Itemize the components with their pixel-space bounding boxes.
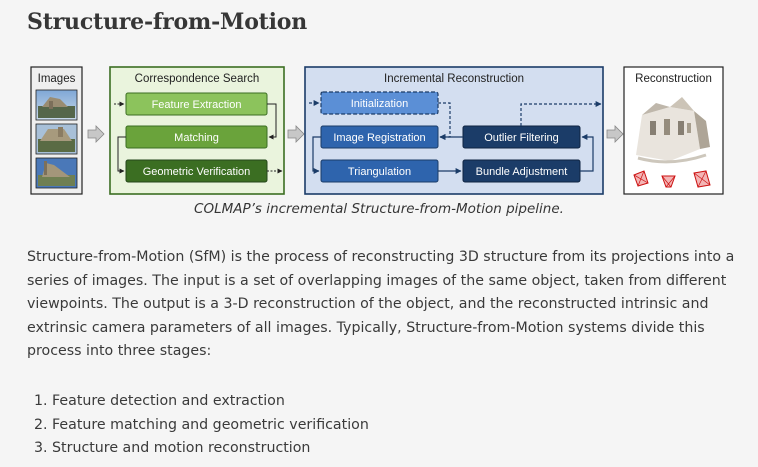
matching-label: Matching <box>174 132 219 144</box>
connector-arrow <box>520 101 602 126</box>
correspondence-title: Correspondence Search <box>135 73 260 85</box>
input-image-thumbnail <box>35 157 78 189</box>
flow-arrow-icon <box>87 125 105 143</box>
incremental-title: Incremental Reconstruction <box>384 73 524 85</box>
pipeline-diagram: Images Correspondence Search F <box>30 66 724 195</box>
point-cloud-reconstruction <box>636 97 710 164</box>
connector-arrow <box>580 134 594 172</box>
geometric-verification-label: Geometric Verification <box>143 166 251 178</box>
connector-arrow <box>117 136 126 174</box>
initialization-label: Initialization <box>351 98 408 110</box>
camera-icon <box>633 170 649 187</box>
connector-arrow <box>267 103 277 140</box>
input-image-thumbnail <box>35 123 78 155</box>
image-registration-label: Image Registration <box>333 132 425 144</box>
list-item: 2. Feature matching and geometric verifi… <box>34 416 369 433</box>
flow-arrow-icon <box>287 125 305 143</box>
camera-icon <box>661 175 676 188</box>
stages-list: 1. Feature detection and extraction 2. F… <box>34 390 369 461</box>
images-label: Images <box>38 73 76 85</box>
list-item: 3. Structure and motion reconstruction <box>34 440 311 456</box>
outlier-filtering-label: Outlier Filtering <box>484 132 559 144</box>
bundle-adjustment-label: Bundle Adjustment <box>476 166 568 178</box>
intro-paragraph: Structure-from-Motion (SfM) is the proce… <box>27 249 735 359</box>
flow-arrow-icon <box>606 125 624 143</box>
pipeline-figure: Images Correspondence Search F <box>30 63 724 197</box>
input-image-thumbnail <box>35 89 78 121</box>
triangulation-label: Triangulation <box>348 166 411 178</box>
reconstruction-label: Reconstruction <box>635 73 712 85</box>
figure-caption: COLMAP’s incremental Structure-from-Moti… <box>194 201 564 217</box>
page-title: Structure-from-Motion <box>27 9 308 35</box>
list-item: 1. Feature detection and extraction <box>34 393 285 409</box>
connector-arrow <box>312 136 321 174</box>
camera-icon <box>693 170 711 188</box>
feature-extraction-label: Feature Extraction <box>152 99 242 111</box>
initialization-box <box>320 91 439 115</box>
